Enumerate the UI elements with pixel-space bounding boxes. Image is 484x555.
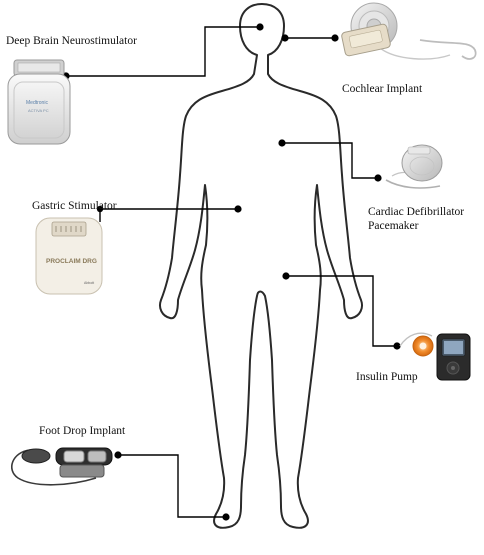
label-pacemaker: Pacemaker — [368, 220, 419, 232]
insulin-device — [399, 332, 471, 381]
connector-cardiac — [282, 142, 378, 179]
label-cardiac-defibrillator: Cardiac Defibrillator — [368, 206, 465, 218]
label-deep-brain-neurostimulator: Deep Brain Neurostimulator — [6, 35, 137, 47]
gastric-brand-text: Abbott — [84, 281, 94, 285]
label-gastric-stimulator: Gastric Stimulator — [32, 200, 117, 212]
connector-gastric — [99, 208, 238, 222]
cochlear-device — [341, 2, 477, 60]
label-insulin-pump: Insulin Pump — [356, 371, 418, 383]
deep-brain-device: Medtronic ACTIVA PC — [7, 59, 71, 145]
connector-insulin — [286, 275, 397, 347]
human-body-outline — [159, 3, 363, 529]
connector-lines — [66, 26, 397, 518]
connector-dots — [62, 23, 401, 521]
label-foot-drop-implant: Foot Drop Implant — [39, 425, 126, 437]
cardiac-device — [385, 144, 443, 189]
gastric-model-text: PROCLAIM DRG — [46, 258, 97, 265]
label-cochlear-implant: Cochlear Implant — [342, 83, 423, 95]
connector-foot-drop — [118, 454, 226, 518]
foot-drop-device — [10, 447, 113, 486]
gastric-device: PROCLAIM DRG Abbott — [35, 217, 103, 295]
label-cardiac: Cardiac Defibrillator Pacemaker — [368, 205, 464, 233]
connector-deep-brain — [66, 26, 260, 77]
deep-brain-brand-text: Medtronic — [26, 100, 48, 106]
deep-brain-model-text: ACTIVA PC — [28, 108, 49, 113]
